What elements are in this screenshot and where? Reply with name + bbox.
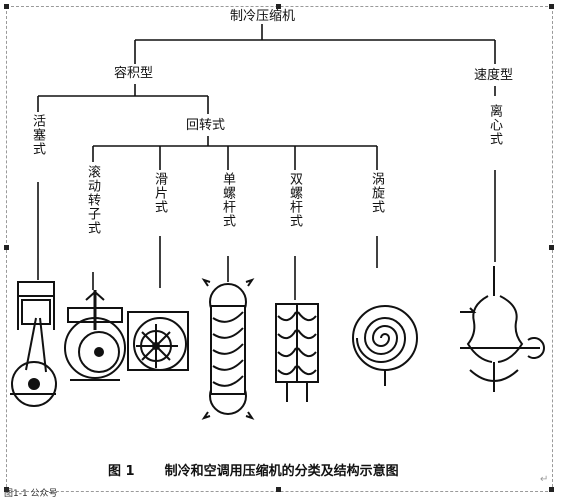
label-rotary: 回转式 — [186, 118, 226, 133]
sliding-vane-compressor-illustration — [127, 311, 189, 371]
figure-caption-text: 制冷和空调用压缩机的分类及结构示意图 — [164, 464, 399, 479]
resize-handle-top-middle[interactable] — [276, 4, 281, 9]
twin-screw-compressor-illustration — [275, 303, 319, 402]
resize-handle-middle-right[interactable] — [549, 245, 554, 250]
label-rolling-rotor: 滚动转子式 — [85, 165, 100, 235]
single-screw-compressor-illustration — [201, 278, 255, 420]
paragraph-mark: ↵ — [540, 474, 549, 485]
label-scroll: 涡旋式 — [369, 172, 384, 214]
resize-handle-bottom-middle[interactable] — [276, 487, 281, 492]
label-sliding-vane: 滑片式 — [152, 172, 167, 214]
scroll-compressor-illustration — [352, 305, 418, 386]
label-twin-screw: 双螺杆式 — [287, 172, 302, 228]
label-centrifugal: 离心式 — [487, 104, 502, 146]
resize-handle-bottom-right[interactable] — [549, 487, 554, 492]
centrifugal-compressor-illustration — [460, 266, 545, 392]
figure-caption: 图 1 制冷和空调用压缩机的分类及结构示意图 — [108, 460, 399, 479]
footnote-text: 图1-1 公众号 — [4, 489, 58, 499]
resize-handle-bottom-left[interactable] — [4, 487, 9, 492]
figure-number: 图 1 — [108, 464, 135, 479]
resize-handle-top-left[interactable] — [4, 4, 9, 9]
label-single-screw: 单螺杆式 — [220, 172, 235, 228]
resize-handle-top-right[interactable] — [549, 4, 554, 9]
type-label-positive-displacement: 容积型 — [114, 66, 154, 81]
rolling-rotor-compressor-illustration — [64, 290, 126, 381]
resize-handle-middle-left[interactable] — [4, 245, 9, 250]
label-piston: 活塞式 — [30, 114, 45, 156]
type-label-dynamic: 速度型 — [474, 68, 514, 83]
piston-compressor-illustration — [10, 281, 57, 407]
root-label-refrigeration-compressor: 制冷压缩机 — [230, 9, 296, 24]
